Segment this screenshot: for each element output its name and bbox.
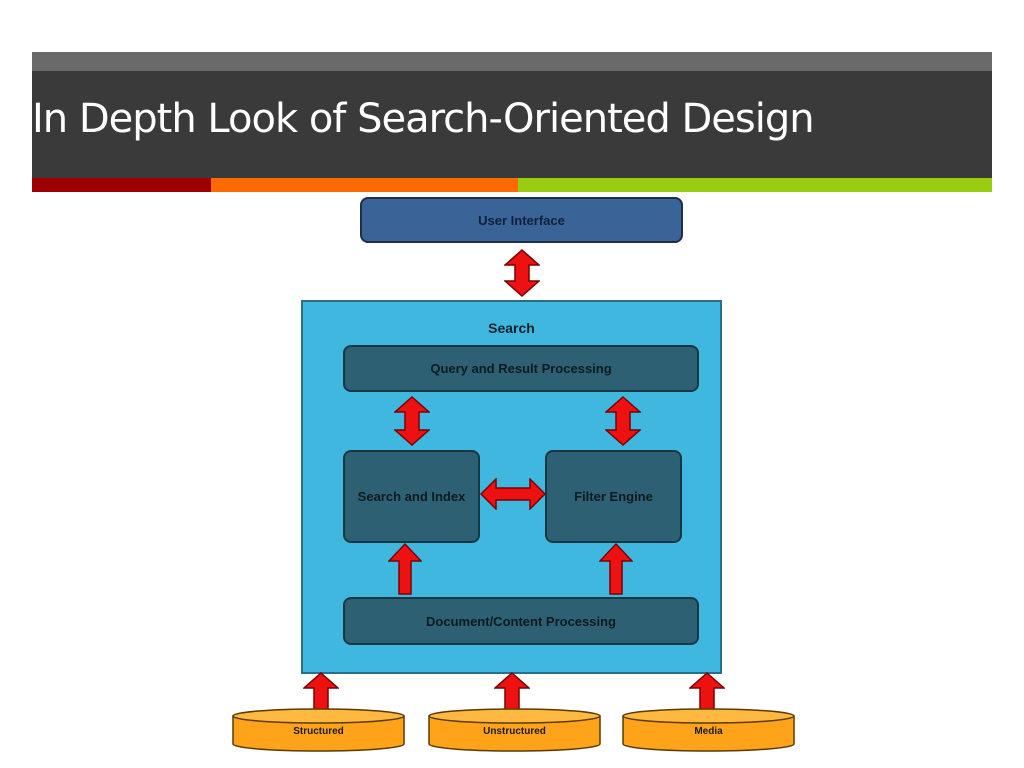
double-arrow-icon	[394, 396, 430, 446]
title-bar-top-strip	[32, 52, 992, 71]
filter-engine-box: Filter Engine	[545, 450, 682, 543]
filter-engine-label: Filter Engine	[574, 489, 653, 504]
accent-bar-red	[32, 178, 211, 192]
database-cylinder-icon	[232, 708, 405, 752]
search-and-index-label: Search and Index	[357, 488, 466, 504]
document-content-processing-label: Document/Content Processing	[426, 613, 616, 629]
media-database: Media	[621, 708, 796, 752]
structured-database: Structured	[231, 708, 406, 752]
user-interface-label: User Interface	[478, 212, 565, 228]
up-arrow-icon	[494, 672, 530, 712]
accent-bar-orange	[211, 178, 518, 192]
search-and-index-box: Search and Index	[343, 450, 480, 543]
double-arrow-icon	[504, 249, 540, 297]
database-cylinder-icon	[622, 708, 795, 752]
search-label: Search	[488, 320, 535, 336]
up-arrow-icon	[599, 543, 633, 595]
up-arrow-icon	[388, 543, 422, 595]
unstructured-label: Unstructured	[483, 726, 546, 737]
accent-bar-green	[518, 178, 992, 192]
media-label: Media	[694, 726, 723, 737]
database-cylinder-icon	[428, 708, 601, 752]
user-interface-box: User Interface	[360, 197, 683, 243]
query-result-processing-label: Query and Result Processing	[430, 361, 612, 376]
structured-label: Structured	[293, 726, 344, 737]
query-result-processing-box: Query and Result Processing	[343, 345, 699, 392]
unstructured-database: Unstructured	[427, 708, 602, 752]
up-arrow-icon	[689, 672, 725, 712]
document-content-processing-box: Document/Content Processing	[343, 597, 699, 645]
title-bar	[32, 52, 992, 178]
horizontal-double-arrow-icon	[480, 478, 546, 510]
double-arrow-icon	[605, 396, 641, 446]
slide-title: In Depth Look of Search-Oriented Design	[32, 96, 815, 142]
up-arrow-icon	[303, 672, 339, 712]
